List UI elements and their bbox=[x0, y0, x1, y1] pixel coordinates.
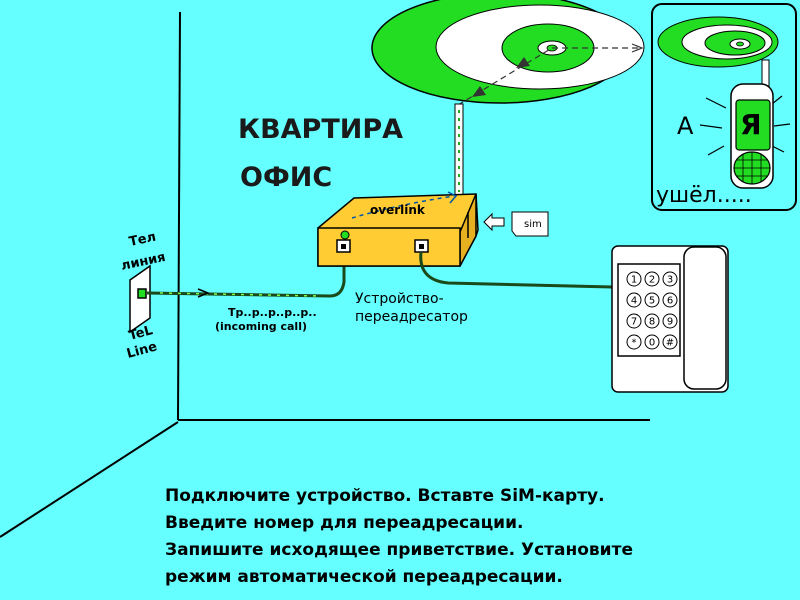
power-led bbox=[340, 230, 350, 240]
device-label-1: Устройство- bbox=[355, 291, 444, 307]
floor-corner-line bbox=[0, 421, 179, 538]
keypad-label: 9 bbox=[667, 317, 673, 328]
incoming-arrow bbox=[197, 288, 211, 298]
tel-line-ru-label-1: Тел bbox=[128, 230, 158, 250]
device-label-2: переадресатор bbox=[355, 309, 468, 325]
keypad-label: 2 bbox=[649, 275, 655, 286]
phone-wire bbox=[419, 251, 613, 289]
instruction-line-3: Запишите исходящее приветствие. Установи… bbox=[165, 540, 633, 560]
keypad-label: 8 bbox=[649, 317, 655, 328]
keypad-button bbox=[644, 271, 660, 287]
keypad-button bbox=[644, 334, 660, 350]
mobile-letter-ya: Я bbox=[740, 108, 762, 141]
gone-label: ушёл..... bbox=[656, 183, 752, 208]
office-heading: ОФИС bbox=[240, 162, 332, 193]
sim-label: sim bbox=[524, 219, 542, 230]
keypad-button bbox=[662, 292, 678, 308]
tel-line-en-label-1: TeL bbox=[127, 323, 154, 344]
keypad-button bbox=[662, 271, 678, 287]
keypad-label: 3 bbox=[667, 275, 673, 286]
mobile-letter-a: А bbox=[677, 112, 694, 140]
keypad-button bbox=[626, 313, 642, 329]
forwarding-device bbox=[317, 191, 479, 267]
incoming-call-text: (incoming call) bbox=[215, 320, 307, 333]
keypad-label: 0 bbox=[649, 338, 655, 349]
apartment-heading: КВАРТИРА bbox=[238, 114, 403, 145]
keypad-label: 7 bbox=[631, 317, 637, 328]
keypad-label: 4 bbox=[631, 296, 637, 307]
signal-waves bbox=[371, 0, 645, 106]
phone-keypad: 1 2 3 4 5 6 7 8 9 * 0 # bbox=[626, 271, 678, 350]
instruction-line-2: Введите номер для переадресации. bbox=[165, 513, 523, 533]
keypad-label: 6 bbox=[667, 296, 673, 307]
keypad-button bbox=[662, 334, 678, 350]
keypad-label: * bbox=[632, 338, 637, 349]
keypad-label: 5 bbox=[649, 296, 655, 307]
ring-sound-text: Тр..р..р..р..р.. bbox=[228, 306, 317, 319]
instruction-line-4: режим автоматической переадресации. bbox=[165, 567, 563, 587]
sim-insert-arrow bbox=[483, 212, 505, 232]
keypad-button bbox=[626, 271, 642, 287]
instruction-line-1: Подключите устройство. Вставте SiM-карту… bbox=[165, 486, 605, 506]
keypad-label: # bbox=[666, 338, 674, 349]
wall-line bbox=[177, 11, 181, 421]
sim-card bbox=[511, 211, 549, 237]
mobile-phone bbox=[730, 59, 774, 189]
overlink-label: overlink bbox=[370, 203, 426, 217]
keypad-button bbox=[626, 334, 642, 350]
wall-socket bbox=[129, 264, 151, 334]
keypad-button bbox=[626, 292, 642, 308]
keypad-button bbox=[644, 292, 660, 308]
away-inset bbox=[651, 3, 797, 211]
keypad-button bbox=[644, 313, 660, 329]
incoming-line-wire bbox=[146, 254, 346, 298]
keypad-button bbox=[662, 313, 678, 329]
keypad-label: 1 bbox=[631, 275, 637, 286]
